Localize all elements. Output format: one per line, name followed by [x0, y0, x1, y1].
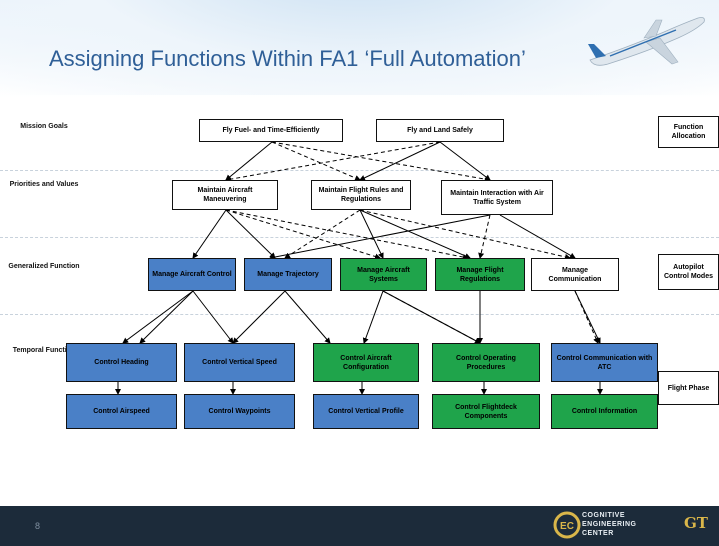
gt-logo: GT — [684, 514, 708, 532]
row-label-temporal: Temporal Function — [12, 347, 76, 354]
gf-communication: Manage Communication — [531, 258, 619, 291]
logo-line-2: ENGINEERING — [582, 521, 637, 528]
side-autopilot-modes: Autopilot Control Modes — [658, 254, 719, 290]
gf-aircraft-systems: Manage Aircraft Systems — [340, 258, 427, 291]
row-label-generalized: Generalized Function — [8, 263, 80, 270]
tf-control-vertical-profile: Control Vertical Profile — [313, 394, 419, 429]
tf-control-configuration: Control Aircraft Configuration — [313, 343, 419, 382]
logo-line-3: CENTER — [582, 530, 614, 537]
row-divider — [0, 314, 719, 315]
goal-fly-efficiently: Fly Fuel- and Time-Efficiently — [199, 119, 343, 142]
goal-fly-land-safely: Fly and Land Safely — [376, 119, 504, 142]
tf-control-waypoints: Control Waypoints — [184, 394, 295, 429]
tf-control-airspeed: Control Airspeed — [66, 394, 177, 429]
cec-logo-icon: EC — [553, 511, 581, 539]
side-function-allocation: Function Allocation — [658, 116, 719, 148]
gf-trajectory: Manage Trajectory — [244, 258, 332, 291]
row-label-mission: Mission Goals — [20, 123, 68, 130]
logo-text: COGNITIVE ENGINEERING CENTER — [582, 511, 637, 538]
tf-control-operating-procedures: Control Operating Procedures — [432, 343, 540, 382]
logo-mark: EC — [560, 521, 574, 532]
footer-bar — [0, 506, 719, 546]
slide-title: Assigning Functions Within FA1 ‘Full Aut… — [49, 46, 526, 71]
priority-air-traffic: Maintain Interaction with Air Traffic Sy… — [441, 180, 553, 215]
header-band — [0, 0, 719, 95]
row-divider — [0, 170, 719, 171]
gf-aircraft-control: Manage Aircraft Control — [148, 258, 236, 291]
row-label-priorities: Priorities and Values — [9, 181, 79, 188]
priority-maneuvering: Maintain Aircraft Maneuvering — [172, 180, 278, 210]
tf-control-flightdeck: Control Flightdeck Components — [432, 394, 540, 429]
page-number: 8 — [35, 521, 41, 531]
airplane-icon — [588, 17, 705, 66]
tf-control-heading: Control Heading — [66, 343, 177, 382]
tf-control-vertical-speed: Control Vertical Speed — [184, 343, 295, 382]
tf-control-information: Control Information — [551, 394, 658, 429]
priority-flight-rules: Maintain Flight Rules and Regulations — [311, 180, 411, 210]
row-divider — [0, 237, 719, 238]
gf-flight-regulations: Manage Flight Regulations — [435, 258, 525, 291]
side-flight-phase: Flight Phase — [658, 371, 719, 405]
logo-line-1: COGNITIVE — [582, 512, 626, 519]
tf-control-communication: Control Communication with ATC — [551, 343, 658, 382]
